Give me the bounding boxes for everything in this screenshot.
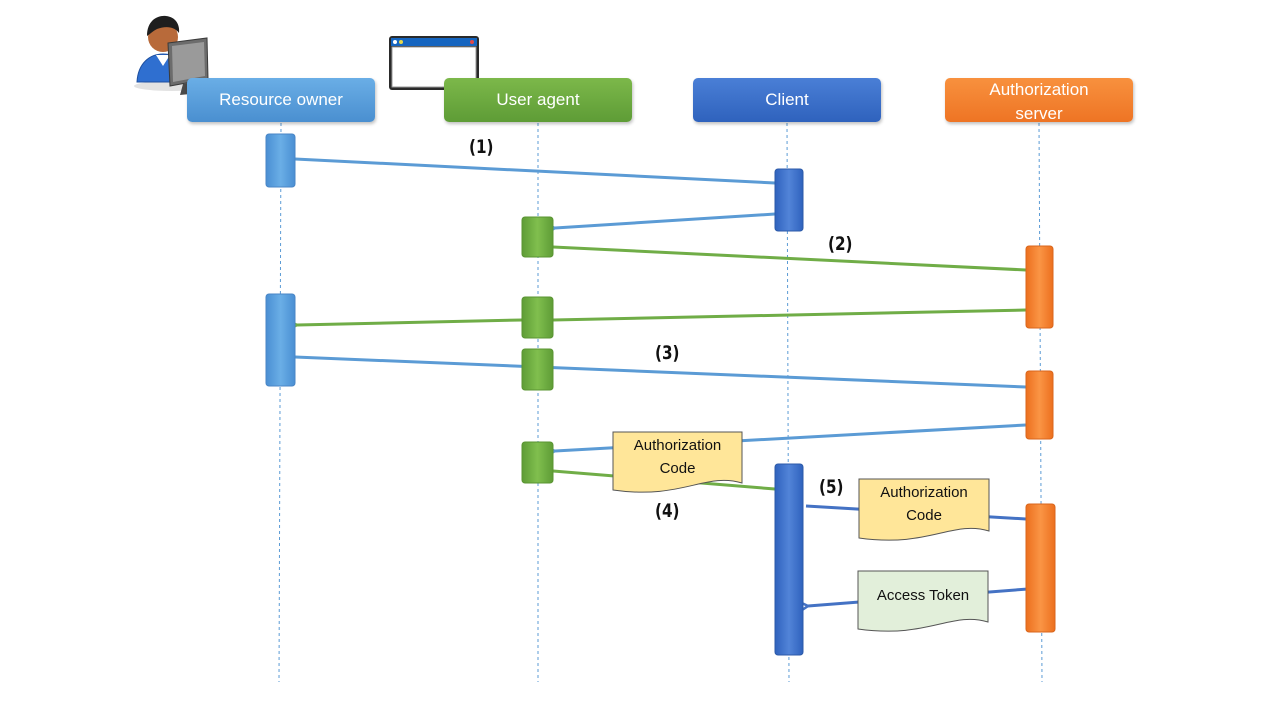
note-text-authorization-code-1: Authorization Code: [633, 437, 722, 477]
note-text-access-token: Access Token: [876, 587, 970, 604]
activation-ro-2: [265, 293, 296, 387]
participant-label: User agent: [496, 90, 580, 109]
message-3-ro-to-as: [294, 355, 1027, 389]
user-at-computer-icon: [134, 15, 210, 95]
participant-label: Client: [765, 90, 809, 109]
note-authorization-code-2: [858, 478, 990, 541]
message-1-ro-to-client: [294, 157, 776, 185]
note-text-authorization-code-2: Authorization Code: [880, 484, 968, 524]
lifeline-resource-owner: [278, 122, 282, 683]
message-as-to-ua: [552, 308, 1027, 322]
step-label-4: (4): [655, 500, 680, 522]
message-client-to-ua: [555, 212, 776, 228]
note-access-token: [857, 570, 989, 632]
participant-resource-owner: Resource owner: [187, 78, 375, 122]
activation-ua-1: [521, 216, 554, 258]
activation-as-3: [1025, 503, 1056, 633]
activation-client-2: [774, 463, 804, 656]
note-authorization-code-1: [612, 431, 743, 493]
message-ua-to-ro: [297, 318, 523, 325]
activation-as-1: [1025, 245, 1054, 329]
notes: [612, 431, 990, 632]
step-label-5: (5): [819, 476, 844, 498]
messages: [294, 157, 1029, 606]
step-label-2: (2): [828, 233, 853, 255]
activation-ua-4: [521, 441, 554, 484]
activation-client-1: [774, 168, 804, 232]
activation-as-2: [1025, 370, 1054, 440]
message-2-ua-to-as: [552, 245, 1027, 272]
participant-label: Resource owner: [219, 90, 343, 109]
participant-label: Authorization server: [989, 80, 1089, 123]
activation-ua-3: [521, 348, 554, 391]
participant-authorization-server: Authorization server: [945, 78, 1133, 123]
participant-user-agent: User agent: [444, 78, 632, 122]
activation-ua-2: [521, 296, 554, 339]
activation-ro-1: [265, 133, 296, 188]
activations: [265, 133, 1056, 656]
participant-client: Client: [693, 78, 881, 122]
step-label-3: (3): [655, 342, 680, 364]
step-label-1: (1): [469, 136, 494, 158]
browser-window-icon: [389, 36, 479, 90]
